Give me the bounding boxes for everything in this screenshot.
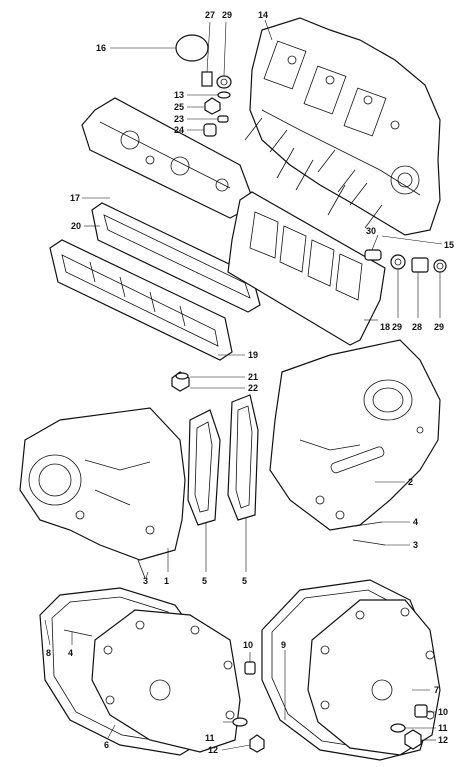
callout-25: 25 <box>174 102 184 112</box>
gasket-18 <box>227 191 386 346</box>
stud-3-lower <box>137 559 146 579</box>
stud-4-lower <box>63 629 93 637</box>
callout-28: 28 <box>412 322 422 332</box>
cap-16 <box>175 34 209 62</box>
callout-11-b: 11 <box>205 733 215 743</box>
callout-30: 30 <box>366 226 376 236</box>
leader-lines <box>44 19 443 751</box>
callout-21: 21 <box>248 372 258 382</box>
callout-20: 20 <box>71 221 81 231</box>
callout-6: 6 <box>104 740 109 750</box>
gasket-20 <box>91 202 261 313</box>
callout-5-b: 5 <box>242 576 247 586</box>
small-fittings-top <box>201 71 232 137</box>
callout-10: 10 <box>243 640 253 650</box>
callout-5: 5 <box>202 576 207 586</box>
nut-washer-21-22 <box>171 371 190 392</box>
oil-pan-19 <box>49 239 233 361</box>
callout-27: 27 <box>205 10 215 20</box>
callout-29-b: 29 <box>392 322 402 332</box>
cover-left-6 <box>91 609 241 753</box>
callout-10-b: 10 <box>438 707 448 717</box>
callout-8: 8 <box>46 648 51 658</box>
callout-12: 12 <box>208 745 218 755</box>
callout-24: 24 <box>174 125 184 135</box>
cylinder-head <box>249 17 441 236</box>
callout-17: 17 <box>70 193 80 203</box>
gaskets-5 <box>187 394 259 526</box>
cover-right-7 <box>307 599 441 756</box>
small-fittings-right <box>364 249 447 273</box>
callout-29-c: 29 <box>434 322 444 332</box>
callout-7: 7 <box>434 685 439 695</box>
callout-11: 11 <box>438 723 448 733</box>
callout-1: 1 <box>164 576 169 586</box>
valve-cover <box>81 97 256 219</box>
callout-14: 14 <box>258 10 268 20</box>
callout-3: 3 <box>413 540 418 550</box>
callout-23: 23 <box>174 114 184 124</box>
callout-labels: 27 29 14 16 13 25 23 24 17 20 30 15 18 2… <box>46 10 454 755</box>
housing-right-2 <box>269 339 441 531</box>
callout-15: 15 <box>444 240 454 250</box>
callout-12-b: 12 <box>438 735 448 745</box>
callout-19: 19 <box>248 350 258 360</box>
callout-13: 13 <box>174 90 184 100</box>
housing-left-1 <box>19 407 186 561</box>
callout-16: 16 <box>96 43 106 53</box>
callout-3-b: 3 <box>143 576 148 586</box>
callout-18: 18 <box>380 322 390 332</box>
callout-22: 22 <box>248 383 258 393</box>
callout-4-b: 4 <box>68 648 73 658</box>
callout-4: 4 <box>413 517 418 527</box>
studs-4-3 <box>352 521 386 546</box>
head-studs <box>244 117 383 229</box>
callout-29: 29 <box>222 10 232 20</box>
callout-9: 9 <box>281 640 286 650</box>
callout-2: 2 <box>408 477 413 487</box>
